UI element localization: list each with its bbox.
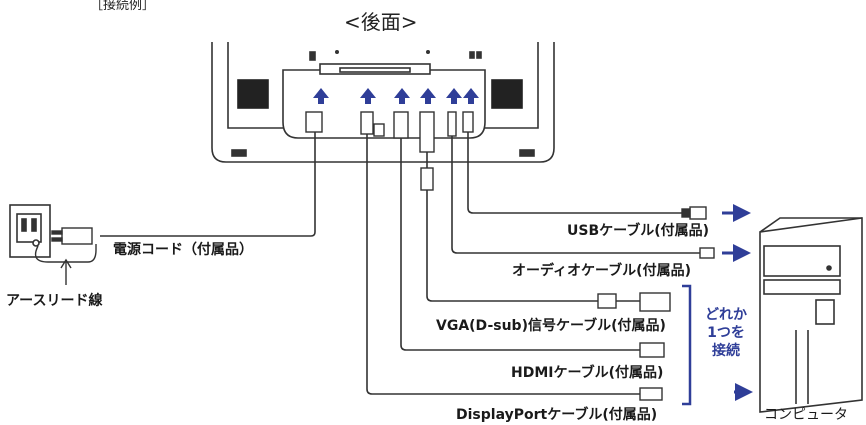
power-cord-label: 電源コード（付属品） [113,242,253,258]
page-title: <後面> [344,10,418,34]
computer-tower [759,217,863,413]
connect-one-note: どれか 1つを 接続 [698,306,754,360]
connect-note-line-1: どれか [705,307,747,323]
power-plug [51,227,93,245]
connect-note-line-3: 接続 [712,343,740,359]
caption: ［接続例］ [90,0,156,13]
cables [100,132,700,395]
monitor-back [211,42,555,163]
plugged-connectors [305,111,474,153]
displayport-cable-label: DisplayPortケーブル(付属品) [456,407,658,423]
usb-cable-label: USBケーブル(付属品) [567,223,710,239]
connect-note-line-2: 1つを [707,325,745,341]
audio-cable-label: オーディオケーブル(付属品) [512,263,691,279]
vga-cable-label: VGA(D-sub)信号ケーブル(付属品) [436,318,666,334]
earth-lead-label: アースリード線 [6,293,103,309]
hdmi-cable-label: HDMIケーブル(付属品) [511,365,664,381]
cable-end-connectors [639,206,715,401]
computer-label: コンピュータ [764,407,848,423]
port-arrows [313,88,479,104]
wall-outlet [9,204,51,258]
